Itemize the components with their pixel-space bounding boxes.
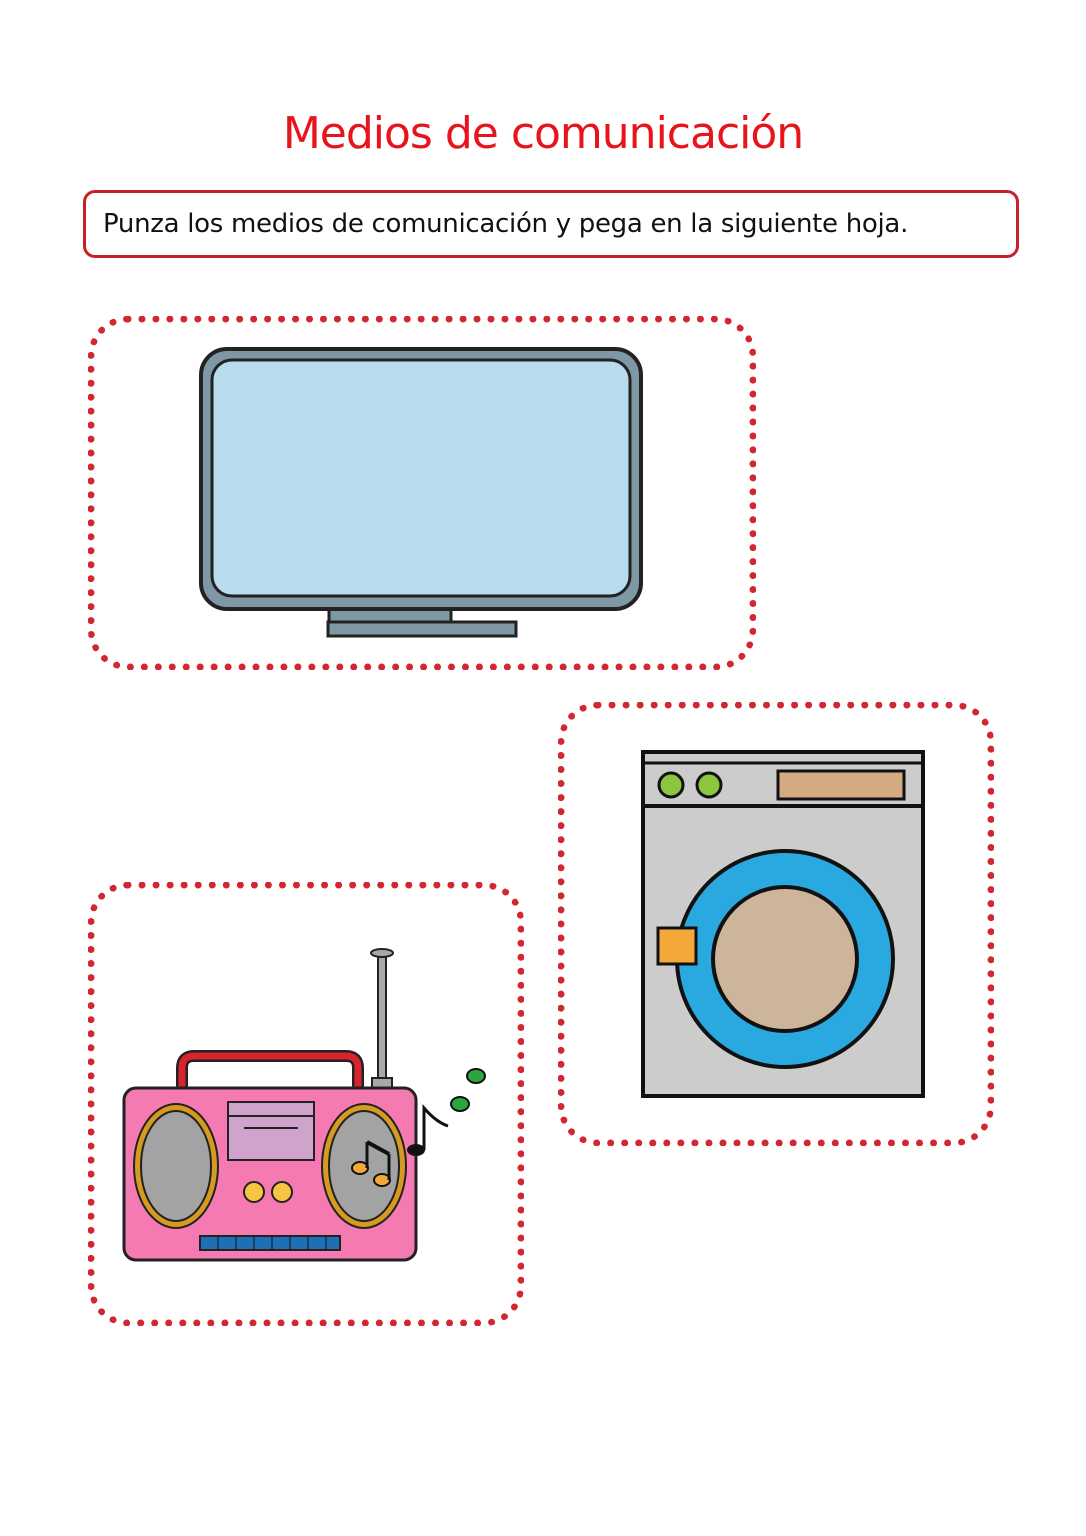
radio-cutout-card[interactable] [88,882,524,1326]
washing-machine-icon [641,750,925,1098]
instruction-text: Punza los medios de comunicación y pega … [103,209,909,239]
instruction-box: Punza los medios de comunicación y pega … [83,190,1019,258]
worksheet-title: Medios de comunicación [282,108,804,159]
tv-cutout-card[interactable] [88,316,756,670]
radio-icon [122,948,486,1262]
washer-cutout-card[interactable] [558,702,994,1146]
television-icon [199,347,643,638]
